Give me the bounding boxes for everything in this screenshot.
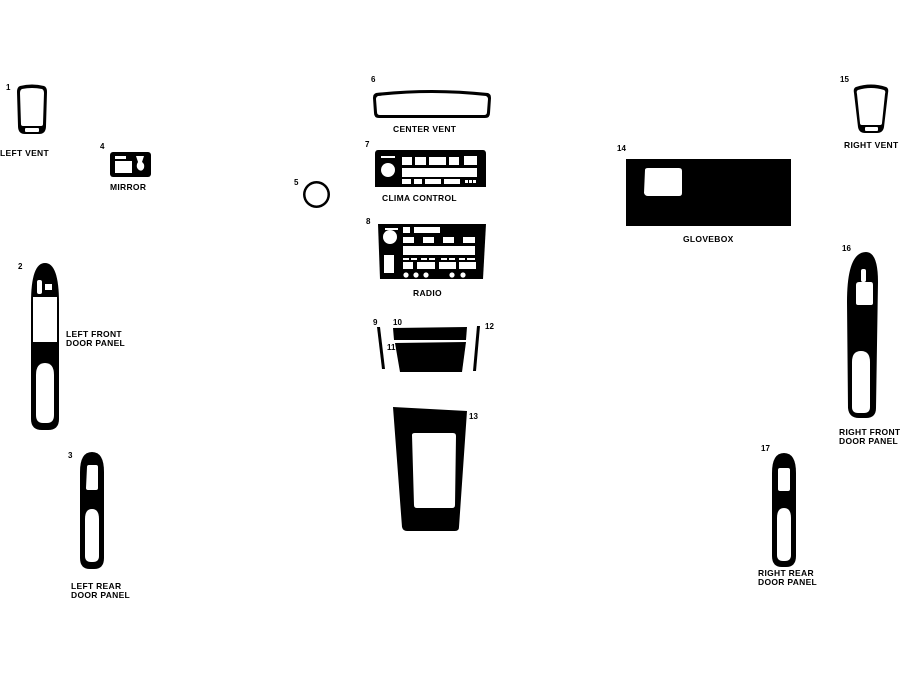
left-vent-piece <box>17 84 47 134</box>
left-front-door-panel-piece <box>31 263 59 430</box>
piece-number-5: 5 <box>294 178 299 187</box>
piece-number-16: 16 <box>842 244 851 253</box>
piece-number-6: 6 <box>371 75 376 84</box>
shifter-console-piece <box>393 407 467 531</box>
piece-number-11: 11 <box>387 343 396 352</box>
glovebox-piece <box>626 159 791 226</box>
label-right-rear-door-panel: RIGHT REAR DOOR PANEL <box>758 568 818 587</box>
label-left-vent: LEFT VENT <box>0 148 49 158</box>
mirror-piece <box>110 152 151 177</box>
label-clima-control: CLIMA CONTROL <box>382 193 457 203</box>
center-vent-piece <box>373 90 491 118</box>
trim-panel-11 <box>395 342 466 372</box>
right-vent-piece <box>853 84 889 133</box>
label-mirror: MIRROR <box>110 182 147 192</box>
trim-strip-9 <box>377 327 385 369</box>
round-trim-piece <box>303 181 330 208</box>
label-right-vent: RIGHT VENT <box>844 140 899 150</box>
piece-number-7: 7 <box>365 140 370 149</box>
piece-number-15: 15 <box>840 75 849 84</box>
piece-number-1: 1 <box>6 83 11 92</box>
label-center-vent: CENTER VENT <box>393 124 457 134</box>
piece-number-12: 12 <box>485 322 494 331</box>
piece-number-14: 14 <box>617 144 626 153</box>
radio-piece <box>378 224 486 279</box>
clima-control-piece <box>375 150 486 187</box>
piece-number-4: 4 <box>100 142 105 151</box>
label-left-front-door-panel: LEFT FRONT DOOR PANEL <box>66 329 126 348</box>
label-radio: RADIO <box>413 288 442 298</box>
piece-number-9: 9 <box>373 318 378 327</box>
right-rear-door-panel-piece <box>772 453 796 567</box>
piece-number-3: 3 <box>68 451 73 460</box>
piece-number-2: 2 <box>18 262 23 271</box>
label-left-rear-door-panel: LEFT REAR DOOR PANEL <box>71 581 131 600</box>
console-trim-pieces <box>377 326 480 372</box>
label-right-front-door-panel: RIGHT FRONT DOOR PANEL <box>839 427 900 446</box>
piece-number-8: 8 <box>366 217 371 226</box>
piece-number-10: 10 <box>393 318 402 327</box>
left-rear-door-panel-piece <box>80 452 104 569</box>
label-glovebox: GLOVEBOX <box>683 234 734 244</box>
trim-strip-12 <box>473 326 480 371</box>
trim-bar-10 <box>393 327 467 340</box>
piece-number-13: 13 <box>469 412 478 421</box>
piece-number-17: 17 <box>761 444 770 453</box>
right-front-door-panel-piece <box>847 252 878 418</box>
